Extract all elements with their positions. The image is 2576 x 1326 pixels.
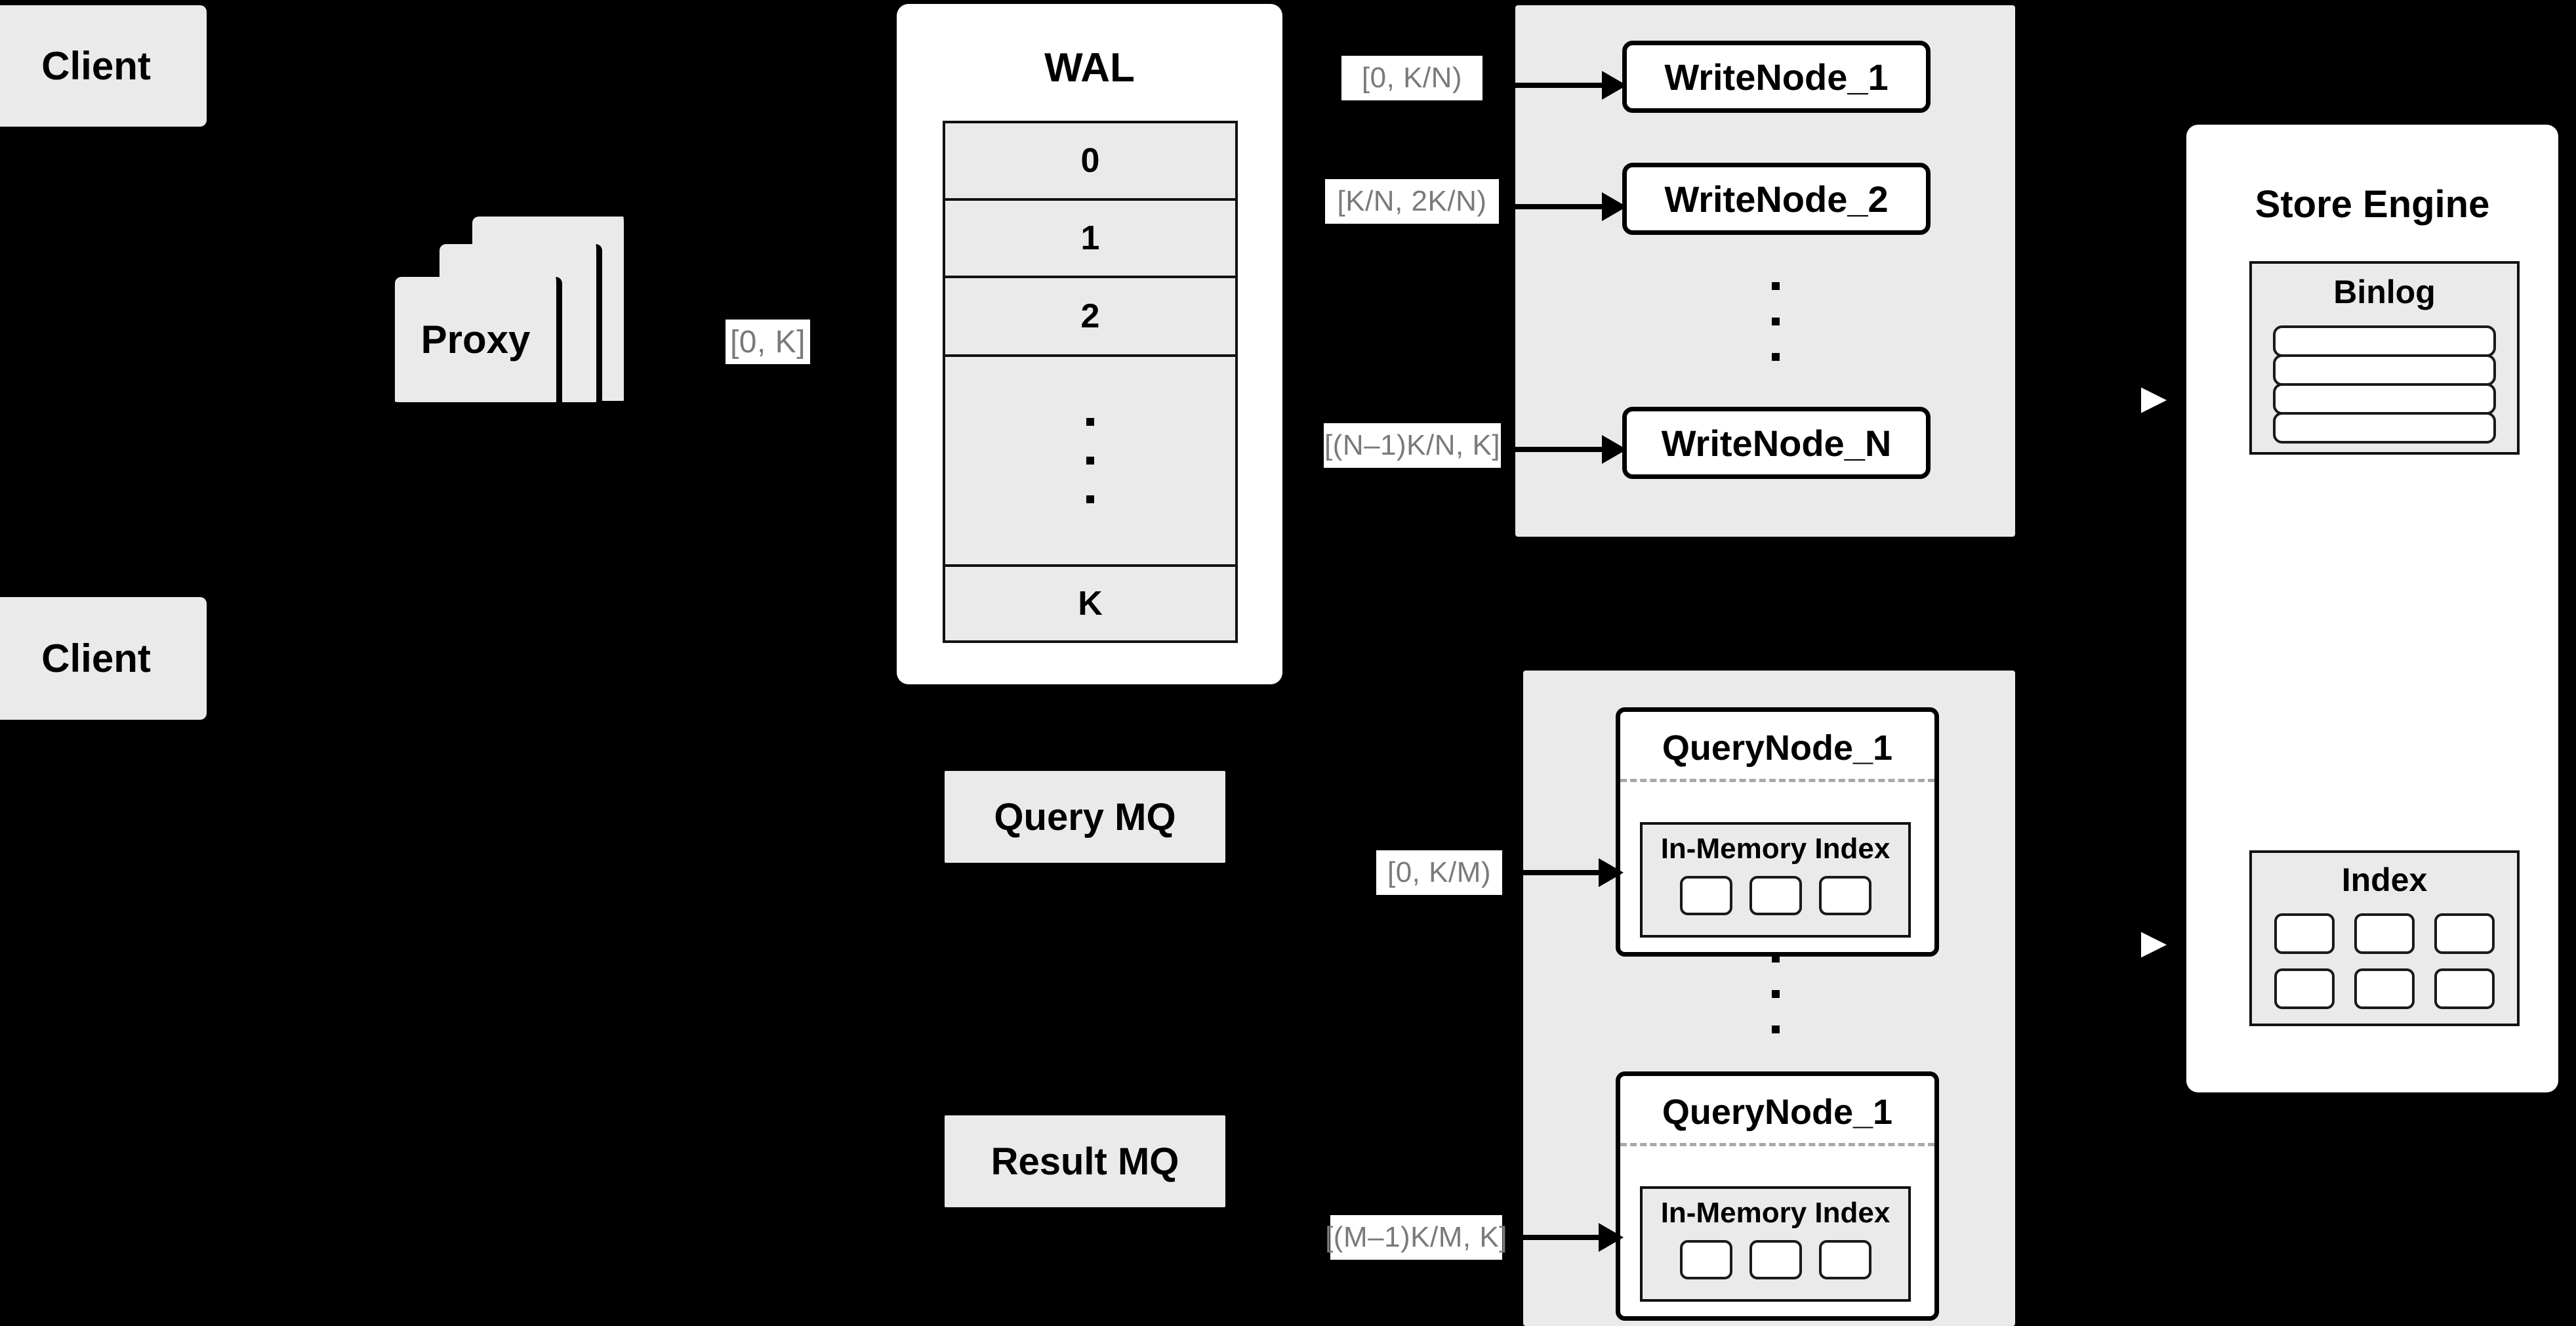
- write-node-n[interactable]: WriteNode_N: [1622, 407, 1931, 479]
- wal-panel: WAL 0 1 2 K: [897, 4, 1282, 684]
- query-node-2-index-label: In-Memory Index: [1660, 1197, 1891, 1229]
- index-box: Index: [2249, 850, 2520, 1026]
- query-node-1-index-slot: [1679, 876, 1732, 915]
- query-node-2-label: QueryNode_1: [1662, 1092, 1893, 1132]
- index-inflow-arrow: [2087, 919, 2179, 971]
- query-range-label-2: [(M–1)K/M, K]: [1325, 1215, 1507, 1260]
- wal-table: 0 1 2 K: [943, 121, 1238, 643]
- write-arrow-2: [1502, 192, 1627, 221]
- write-range-label-1: [0, K/N): [1341, 56, 1482, 100]
- write-node-2-label: WriteNode_2: [1664, 178, 1889, 220]
- binlog-inflow-arrow: [2087, 374, 2179, 426]
- write-arrow-n: [1502, 435, 1627, 464]
- proxy-range-label: [0, K]: [726, 320, 810, 364]
- store-engine-panel: Store Engine Binlog Index: [2186, 125, 2558, 1092]
- write-node-n-label: WriteNode_N: [1661, 422, 1892, 464]
- index-cell: [2434, 968, 2495, 1009]
- binlog-row: [2273, 383, 2496, 415]
- wal-ellipsis-dots: [1086, 418, 1094, 503]
- index-cell: [2274, 968, 2335, 1009]
- binlog-box: Binlog: [2249, 261, 2520, 455]
- query-node-2-memory-index: In-Memory Index: [1640, 1186, 1911, 1302]
- write-cluster-ellipsis: [1771, 282, 1780, 361]
- query-node-2-index-slot: [1818, 1240, 1871, 1279]
- query-node-2-index-slot: [1679, 1240, 1732, 1279]
- query-mq-label: Query MQ: [994, 795, 1176, 839]
- query-node-1-index-slot: [1818, 876, 1871, 915]
- wal-title: WAL: [1044, 45, 1135, 91]
- binlog-row: [2273, 354, 2496, 386]
- binlog-row: [2273, 412, 2496, 444]
- write-range-label-n: [(N–1)K/N, K]: [1324, 423, 1501, 468]
- proxy-card-front[interactable]: Proxy: [395, 277, 562, 408]
- query-node-2[interactable]: QueryNode_1 In-Memory Index: [1616, 1071, 1939, 1321]
- store-engine-title: Store Engine: [2255, 183, 2490, 226]
- query-node-1-index-slot: [1749, 876, 1802, 915]
- client-box-2[interactable]: Client: [0, 597, 207, 720]
- wal-entry-0: 0: [943, 121, 1238, 201]
- client-label-1: Client: [41, 44, 151, 88]
- result-mq-label: Result MQ: [991, 1140, 1179, 1183]
- proxy-stack[interactable]: Proxy: [380, 217, 695, 433]
- binlog-title: Binlog: [2333, 274, 2436, 310]
- query-arrow-2: [1505, 1223, 1624, 1252]
- client-box-1[interactable]: Client: [0, 5, 207, 127]
- write-node-2[interactable]: WriteNode_2: [1622, 163, 1931, 235]
- wal-entry-k: K: [943, 567, 1238, 643]
- query-mq-box[interactable]: Query MQ: [945, 771, 1225, 863]
- wal-entry-1: 1: [943, 201, 1238, 278]
- query-node-1-memory-index: In-Memory Index: [1640, 822, 1911, 938]
- index-cell: [2434, 913, 2495, 954]
- write-range-label-2: [K/N, 2K/N): [1325, 179, 1499, 224]
- query-node-2-separator: [1620, 1143, 1934, 1146]
- query-cluster-ellipsis: [1771, 955, 1780, 1033]
- write-arrow-1: [1502, 71, 1627, 100]
- query-range-label-1: [0, K/M): [1376, 850, 1502, 895]
- query-node-1-index-label: In-Memory Index: [1660, 833, 1891, 865]
- write-node-1[interactable]: WriteNode_1: [1622, 41, 1931, 113]
- write-node-1-label: WriteNode_1: [1664, 56, 1889, 98]
- query-node-1-label: QueryNode_1: [1662, 728, 1893, 768]
- query-node-2-index-slot: [1749, 1240, 1802, 1279]
- index-cell: [2354, 913, 2415, 954]
- proxy-range-text: [0, K]: [729, 324, 806, 360]
- query-node-1-separator: [1620, 779, 1934, 782]
- index-cell: [2274, 913, 2335, 954]
- index-title: Index: [2341, 861, 2428, 898]
- wal-entry-2: 2: [943, 278, 1238, 357]
- result-mq-box[interactable]: Result MQ: [945, 1115, 1225, 1207]
- index-cell: [2354, 968, 2415, 1009]
- binlog-row: [2273, 325, 2496, 357]
- wal-entry-ellipsis: [943, 357, 1238, 567]
- query-arrow-1: [1505, 858, 1624, 887]
- proxy-label: Proxy: [420, 318, 531, 362]
- client-label-2: Client: [41, 636, 151, 680]
- query-node-1[interactable]: QueryNode_1 In-Memory Index: [1616, 707, 1939, 957]
